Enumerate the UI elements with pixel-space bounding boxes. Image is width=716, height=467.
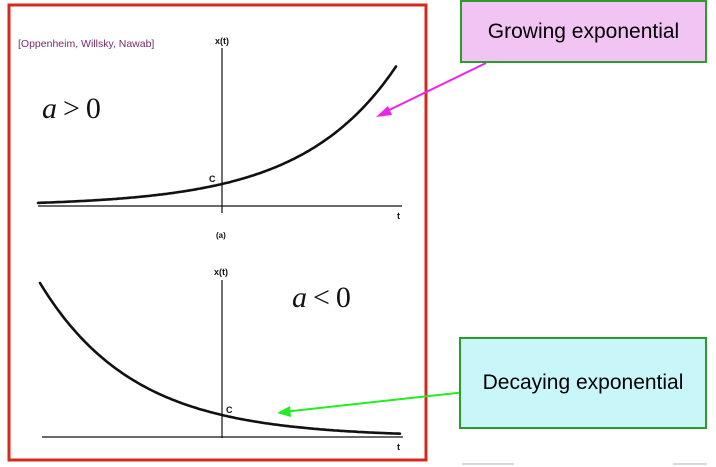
growing-exponential-curve	[36, 65, 398, 205]
growing-callout-text: Growing exponential	[487, 19, 680, 43]
growing-exponential-callout: Growing exponential	[460, 0, 707, 63]
decaying-exponential-curve	[38, 281, 402, 435]
figure-frame	[7, 3, 428, 462]
bottom-condition-op: <	[313, 281, 330, 314]
decaying-callout-text: Decaying exponential	[482, 371, 684, 394]
top-plot-condition: a>0	[42, 92, 101, 125]
top-plot-sub-label: (a)	[216, 231, 226, 240]
citation-text: [Oppenheim, Willsky, Nawab]	[18, 38, 154, 50]
decaying-exponential-callout: Decaying exponential	[459, 337, 707, 429]
bottom-plot: x(t) t C a<0	[38, 267, 403, 452]
top-plot-x-label: t	[397, 211, 400, 221]
top-plot-y-label: x(t)	[215, 36, 229, 46]
slide-fragment-right	[673, 463, 707, 465]
slide-fragment-left	[462, 463, 514, 465]
top-plot-intercept-label: C	[209, 174, 216, 184]
bottom-plot-x-label: t	[397, 442, 400, 452]
bottom-condition-var: a	[292, 281, 307, 314]
decaying-arrow-head	[277, 406, 291, 417]
bottom-plot-intercept-label: C	[226, 405, 233, 415]
top-condition-var: a	[42, 92, 57, 125]
bottom-plot-condition: a<0	[292, 281, 351, 314]
growing-arrow-head	[376, 106, 392, 117]
growing-arrow-shaft	[380, 62, 487, 115]
top-plot: x(t) t C (a) a>0	[36, 36, 402, 240]
bottom-plot-y-label: x(t)	[214, 267, 228, 277]
bottom-condition-val: 0	[336, 281, 351, 314]
decaying-arrow-shaft	[282, 391, 467, 413]
top-condition-op: >	[63, 92, 80, 125]
top-condition-val: 0	[86, 92, 101, 125]
